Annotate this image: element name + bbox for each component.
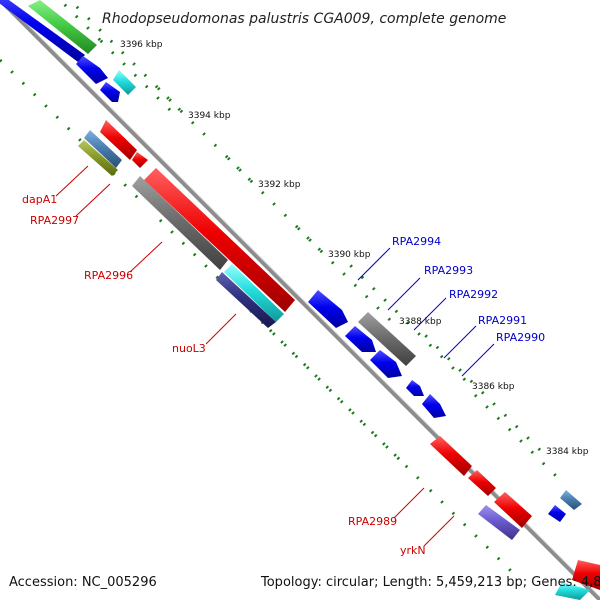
gene-blue-rpa2990b [422, 394, 446, 418]
tick-labels: 3396 kbp 3394 kbp 3392 kbp 3390 kbp 3388… [120, 40, 589, 457]
gene-label-rpa2994: RPA2994 [392, 235, 441, 248]
tick-line-3396-lower [98, 38, 172, 112]
tick-line-upper-5 [473, 393, 562, 482]
leader-rpa2994 [357, 247, 391, 281]
leader-rpa2990 [461, 343, 495, 377]
gene-red-rpa2996 [144, 168, 295, 312]
tick-line-lower-1 [0, 58, 142, 202]
leader-rpa2991 [443, 325, 477, 359]
gene-olive-dapa1 [78, 140, 118, 176]
gene-gray-rpa2993 [358, 312, 416, 366]
gene-gray-rpa2997 [132, 176, 228, 270]
gene-blue-rpa2991 [370, 350, 402, 378]
leader-rpa2996 [129, 241, 163, 273]
tick-label-3384: 3384 kbp [546, 447, 589, 457]
gene-label-rpa2993: RPA2993 [424, 264, 473, 277]
accession-text: Accession: NC_005296 [9, 575, 157, 590]
gene-steel-right [560, 490, 582, 510]
topology-text: Topology: circular; Length: 5,459,213 bp… [260, 575, 600, 590]
leader-rpa2993 [387, 277, 421, 311]
tick-label-3396: 3396 kbp [120, 40, 163, 50]
gene-blue-right [548, 505, 566, 522]
genes-forward [0, 0, 582, 522]
gene-label-rpa2990: RPA2990 [496, 331, 545, 344]
gene-green-top [28, 0, 97, 54]
leader-nuol3 [205, 313, 237, 345]
label-leaders [55, 165, 495, 547]
gene-label-rpa2996: RPA2996 [84, 269, 133, 282]
gene-blue-rpa2994 [308, 290, 348, 328]
gene-red-corner [572, 560, 600, 590]
tick-line-lower-3 [268, 328, 422, 482]
gene-label-rpa2992: RPA2992 [449, 288, 498, 301]
tick-lines [0, 0, 562, 582]
gene-red-yrkn [494, 492, 532, 528]
gene-blue-rpa2990 [406, 380, 424, 396]
gene-label-rpa2997: RPA2997 [30, 214, 79, 227]
leader-rpa2989 [393, 487, 425, 519]
gene-steel-dapa1 [84, 130, 122, 168]
gene-cyan-small [113, 70, 136, 95]
gene-label-dapa1: dapA1 [22, 193, 57, 206]
tick-label-3386: 3386 kbp [472, 382, 515, 392]
gene-blue-small-2 [100, 82, 120, 102]
genes-reverse [78, 120, 600, 600]
gene-labels: dapA1 RPA2997 RPA2996 nuoL3 RPA2989 yrkN… [22, 193, 545, 557]
gene-blue-top [0, 0, 85, 62]
gene-red-dapa1 [100, 120, 137, 160]
gene-cyan-nuol3 [224, 264, 284, 322]
gene-label-yrkn: yrkN [400, 544, 426, 557]
gene-label-nuol3: nuoL3 [172, 342, 206, 355]
tick-line-3386 [348, 263, 467, 382]
tick-label-3392: 3392 kbp [258, 180, 301, 190]
tick-label-3388: 3388 kbp [399, 317, 442, 327]
gene-label-rpa2989: RPA2989 [348, 515, 397, 528]
gene-slate-yrkn [478, 505, 520, 540]
gene-cyan-corner [555, 582, 590, 600]
gene-blue-rpa2992 [345, 326, 376, 352]
tick-label-3394: 3394 kbp [188, 111, 231, 121]
leader-dapa1 [55, 165, 89, 197]
tick-label-3390: 3390 kbp [328, 250, 371, 260]
leader-yrkn [423, 515, 455, 547]
map-title: Rhodopseudomonas palustris CGA009, compl… [102, 11, 506, 27]
gene-navy-nuol3 [216, 272, 276, 328]
gene-red-rpa2989b [468, 470, 496, 496]
gene-red-rpa2989 [430, 436, 472, 476]
leader-rpa2992 [413, 297, 447, 331]
gene-red-small [132, 152, 148, 168]
leader-rpa2997 [75, 183, 111, 217]
gene-label-rpa2991: RPA2991 [478, 314, 527, 327]
gene-blue-small-1 [76, 56, 108, 84]
